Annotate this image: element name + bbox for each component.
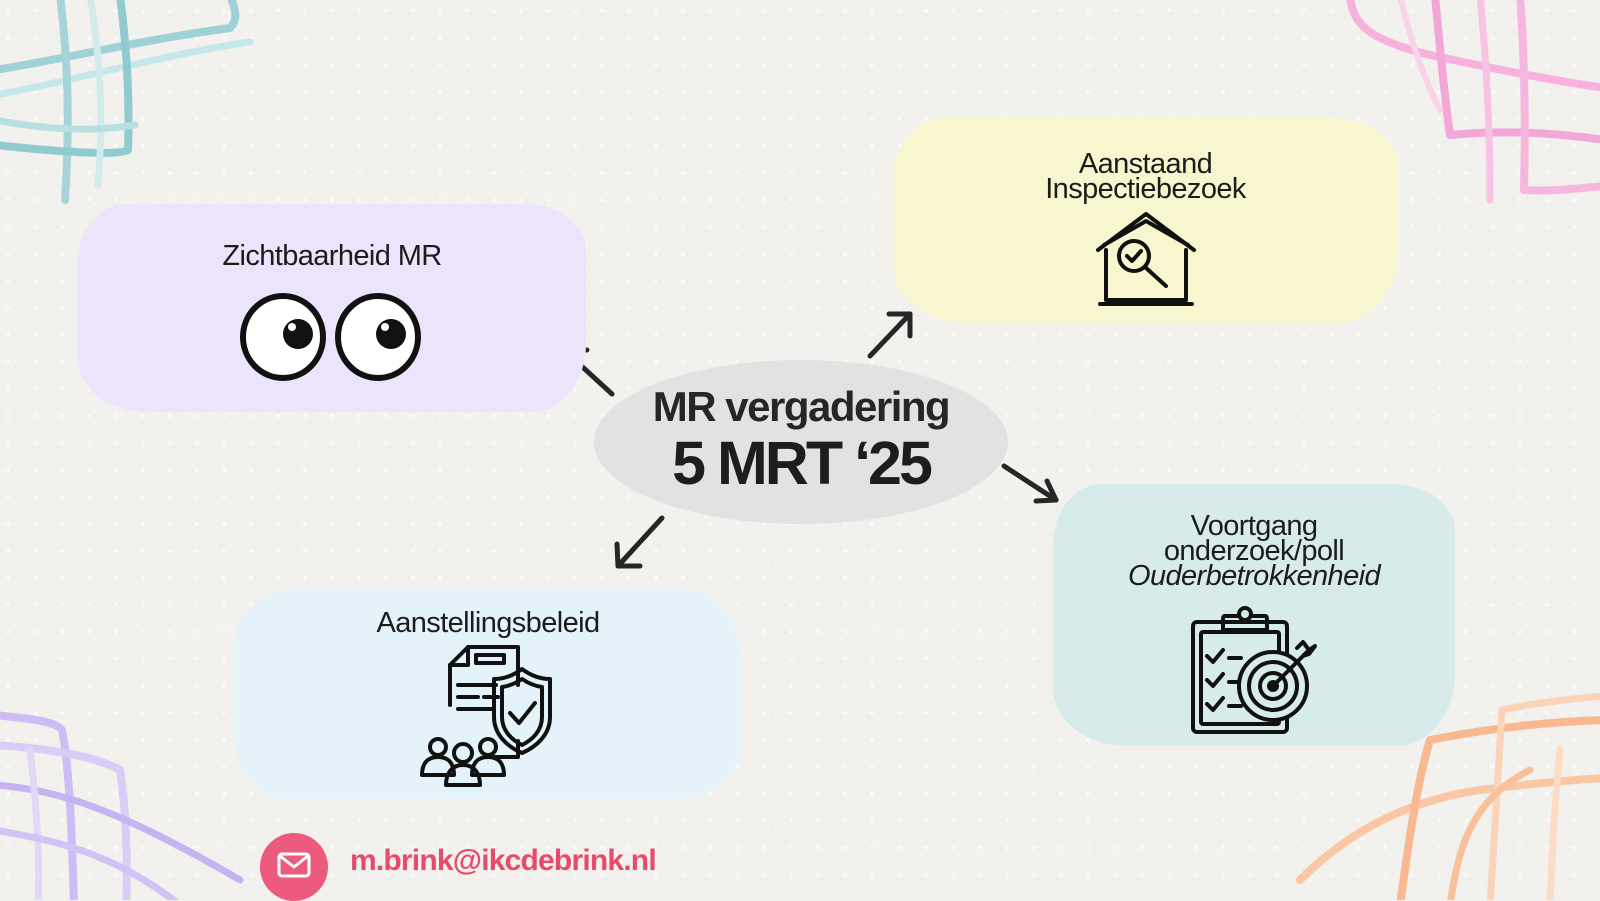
topic-research-progress: Voortgang onderzoek/poll Ouderbetrokkenh…: [1053, 484, 1455, 746]
topic-inspection-title-line2: Inspectiebezoek: [1045, 173, 1246, 205]
topic-research-title-line2: onderzoek/poll: [1163, 535, 1345, 567]
meeting-hub: MR vergadering 5 MRT ‘25: [594, 360, 1008, 524]
topic-inspection-title-line1: Aanstaand: [1078, 148, 1213, 180]
topic-visibility-title: Zichtbaarheid MR: [222, 240, 442, 272]
policy-document-shield-icon: [420, 645, 552, 787]
topic-research-title: Voortgang onderzoek/poll Ouderbetrokkenh…: [1053, 510, 1455, 592]
mail-badge: [260, 833, 328, 901]
contact-row: m.brink@ikcdebrink.nl: [260, 833, 680, 901]
topic-appointment-policy: Aanstellingsbeleid: [234, 589, 742, 799]
topic-visibility: Zichtbaarheid MR: [78, 204, 586, 412]
checklist-target-icon: [1191, 606, 1317, 734]
topic-inspection: Aanstaand Inspectiebezoek: [893, 118, 1398, 323]
topic-research-title-line1: Voortgang: [1190, 510, 1318, 542]
eyes-icon: [240, 293, 421, 381]
meeting-title: MR vergadering: [652, 383, 951, 430]
mail-icon: [277, 852, 311, 878]
meeting-date: 5 MRT ‘25: [672, 429, 933, 497]
decor-corner-bottom-left: [0, 690, 250, 900]
decor-corner-top-left: [0, 0, 270, 210]
topic-research-title-line3: Ouderbetrokkenheid: [1128, 560, 1381, 592]
house-inspection-icon: [1095, 212, 1196, 306]
contact-email-link[interactable]: m.brink@ikcdebrink.nl: [350, 844, 657, 877]
topic-appointment-title: Aanstellingsbeleid: [376, 607, 601, 639]
topic-inspection-title: Aanstaand Inspectiebezoek: [893, 148, 1398, 205]
